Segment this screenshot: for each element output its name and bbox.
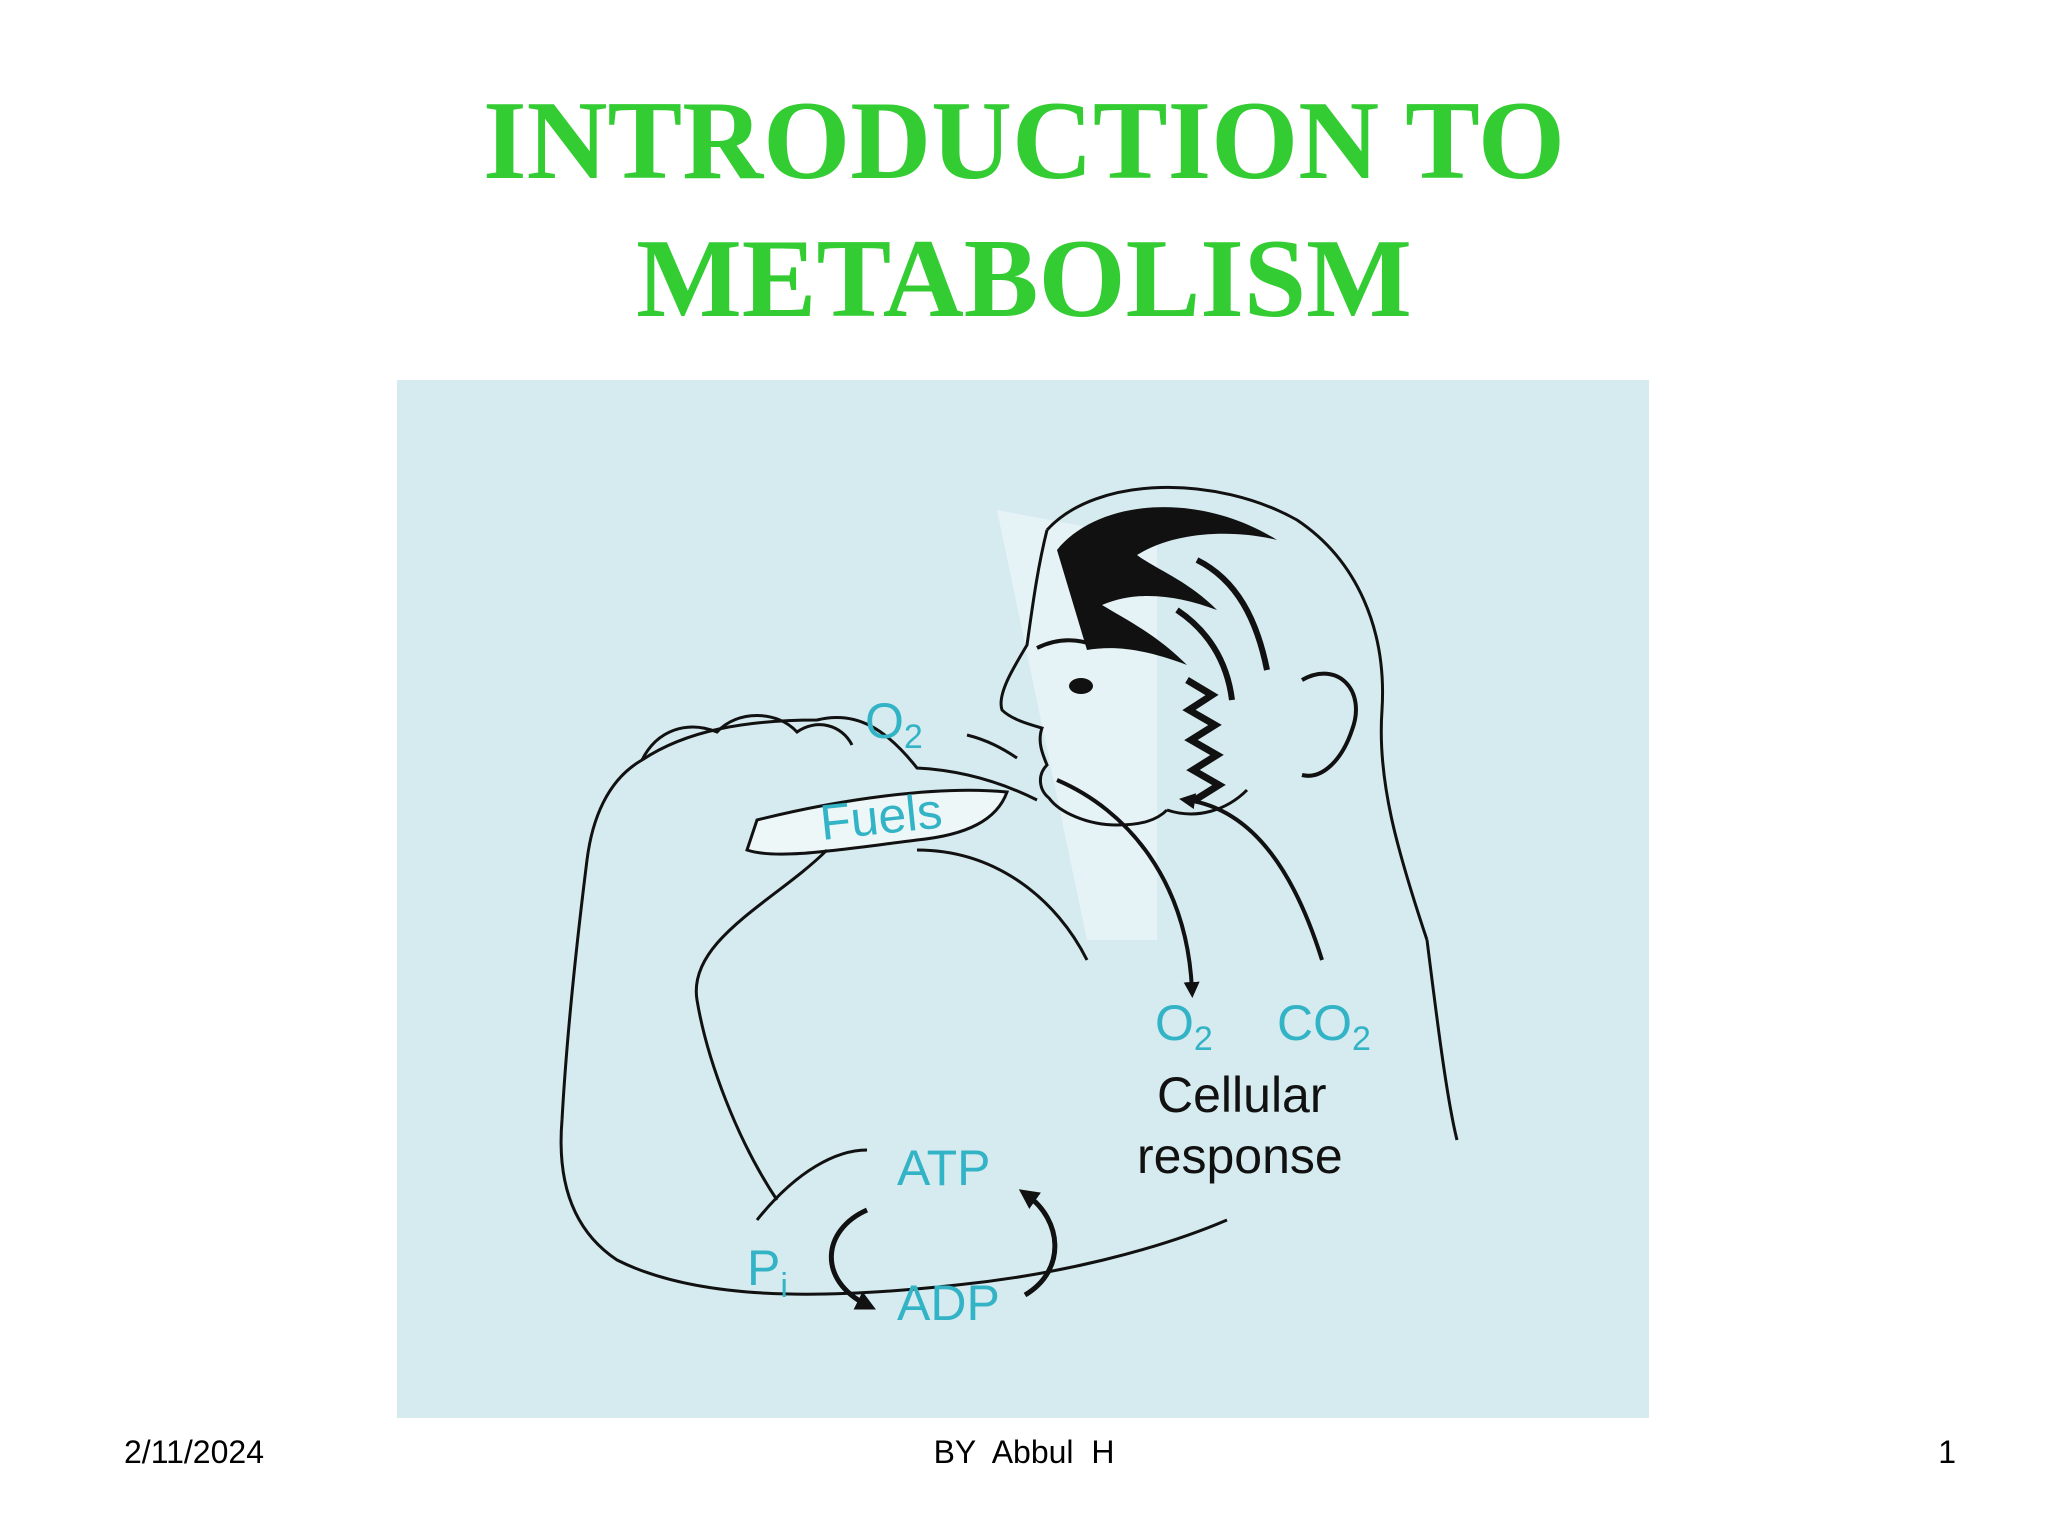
co2-cell-label: CO2 xyxy=(1277,995,1371,1058)
footer-author: BY Abbul H xyxy=(933,1434,1115,1470)
atp-to-adp-arrow xyxy=(828,1207,876,1310)
footer-date: 2/11/2024 xyxy=(124,1434,264,1470)
ear-icon xyxy=(1301,671,1358,778)
fist-fingers xyxy=(640,714,854,761)
metabolism-diagram: O2 Fuels O2 CO2 Cellular response ATP AD… xyxy=(559,485,1459,1331)
atp-label: ATP xyxy=(897,1140,991,1196)
slide-title: INTRODUCTION TO METABOLISM xyxy=(0,72,2048,348)
jaw-line xyxy=(1166,788,1249,816)
fuels-label: Fuels xyxy=(817,782,944,850)
metabolism-illustration: O2 Fuels O2 CO2 Cellular response ATP AD… xyxy=(397,380,1649,1418)
response-label: response xyxy=(1137,1128,1343,1184)
head-outline xyxy=(1045,485,1429,941)
adp-label: ADP xyxy=(897,1275,1000,1331)
eye-icon xyxy=(1069,678,1093,694)
pi-label: Pi xyxy=(747,1240,788,1305)
neck-outline xyxy=(1425,939,1459,1141)
adp-to-atp-arrow xyxy=(1018,1189,1058,1298)
title-line-2: METABOLISM xyxy=(636,217,1412,341)
eyebrow xyxy=(1036,638,1098,650)
o2-down-arrow xyxy=(1056,778,1200,998)
footer-page-number: 1 xyxy=(1938,1434,1956,1470)
torso-outline xyxy=(755,848,1089,1221)
face-profile xyxy=(999,529,1169,827)
o2-tick xyxy=(966,733,1018,760)
hair-strands xyxy=(1175,557,1270,701)
o2-inhaled-label: O2 xyxy=(865,693,923,756)
cellular-label: Cellular xyxy=(1157,1067,1327,1123)
o2-cell-label: O2 xyxy=(1155,995,1213,1058)
fuel-bar-outline xyxy=(745,788,1010,856)
co2-up-arrow xyxy=(1179,793,1324,961)
sideburn xyxy=(1182,676,1226,803)
title-line-1: INTRODUCTION TO xyxy=(483,79,1565,203)
arm-outline xyxy=(559,715,1228,1296)
forearm-outline xyxy=(694,848,829,1201)
hair xyxy=(1057,507,1277,665)
